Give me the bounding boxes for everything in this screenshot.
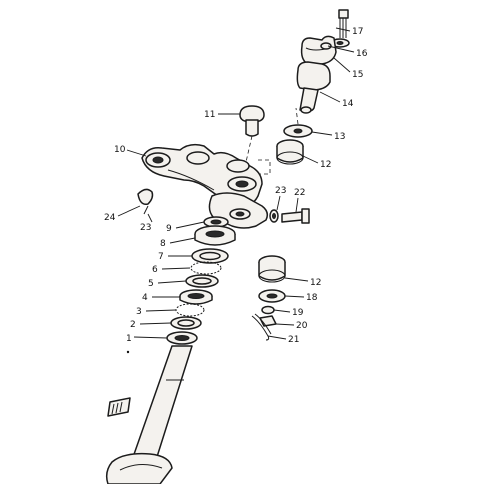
callout-3: 3 bbox=[136, 307, 142, 317]
callout-14: 14 bbox=[342, 99, 354, 109]
callout-20: 20 bbox=[296, 321, 308, 331]
ball-bearing-6 bbox=[190, 261, 222, 275]
callout-23-left: 23 bbox=[140, 223, 151, 233]
callout-9: 9 bbox=[166, 224, 172, 234]
callout-2: 2 bbox=[130, 320, 136, 330]
callout-4: 4 bbox=[142, 293, 148, 303]
callout-1: 1 bbox=[126, 334, 132, 344]
callout-18: 18 bbox=[306, 293, 318, 303]
bolt-22 bbox=[281, 208, 310, 224]
stem-tab bbox=[107, 397, 131, 417]
stem-nut-11 bbox=[239, 105, 265, 137]
callout-12-lower: 12 bbox=[310, 278, 321, 288]
callout-8: 8 bbox=[160, 239, 166, 249]
callout-7: 7 bbox=[158, 252, 164, 262]
callout-21: 21 bbox=[288, 335, 299, 345]
dust-seal-1 bbox=[166, 331, 198, 345]
callout-19: 19 bbox=[292, 308, 304, 318]
washer-18 bbox=[258, 289, 286, 303]
callout-12-upper: 12 bbox=[320, 160, 331, 170]
callout-22: 22 bbox=[294, 188, 305, 198]
ball-bearing-3 bbox=[175, 303, 205, 317]
callout-10: 10 bbox=[114, 145, 126, 155]
damper-12-lower bbox=[258, 255, 286, 283]
washer-23 bbox=[269, 209, 279, 223]
callout-23-right: 23 bbox=[275, 186, 286, 196]
callout-16: 16 bbox=[356, 49, 368, 59]
handlebar-holder-lower-14 bbox=[296, 61, 331, 114]
damper-12-upper bbox=[276, 139, 304, 165]
dot-marker bbox=[126, 350, 130, 354]
callout-11: 11 bbox=[204, 110, 215, 120]
washer-13 bbox=[283, 124, 313, 138]
callout-17: 17 bbox=[352, 27, 363, 37]
handlebar-holder-upper-15 bbox=[300, 35, 337, 65]
leader-lines bbox=[117, 27, 355, 340]
bearing-race-7 bbox=[191, 248, 229, 264]
ring-8 bbox=[194, 225, 236, 246]
callout-24: 24 bbox=[104, 213, 116, 223]
bearing-race-2 bbox=[170, 316, 202, 330]
bearing-race-4 bbox=[179, 289, 213, 305]
callout-13: 13 bbox=[334, 132, 345, 142]
callout-5: 5 bbox=[148, 279, 154, 289]
washer-19 bbox=[261, 305, 275, 315]
callout-6: 6 bbox=[152, 265, 158, 275]
bolt-17 bbox=[338, 9, 349, 38]
steering-stem-shaft bbox=[105, 345, 193, 484]
callout-labels: 17 16 15 14 13 12 11 10 23 22 9 8 7 6 5 … bbox=[104, 27, 368, 345]
callout-15: 15 bbox=[352, 70, 363, 80]
clip-24 bbox=[137, 188, 154, 215]
bearing-race-5 bbox=[185, 274, 219, 288]
